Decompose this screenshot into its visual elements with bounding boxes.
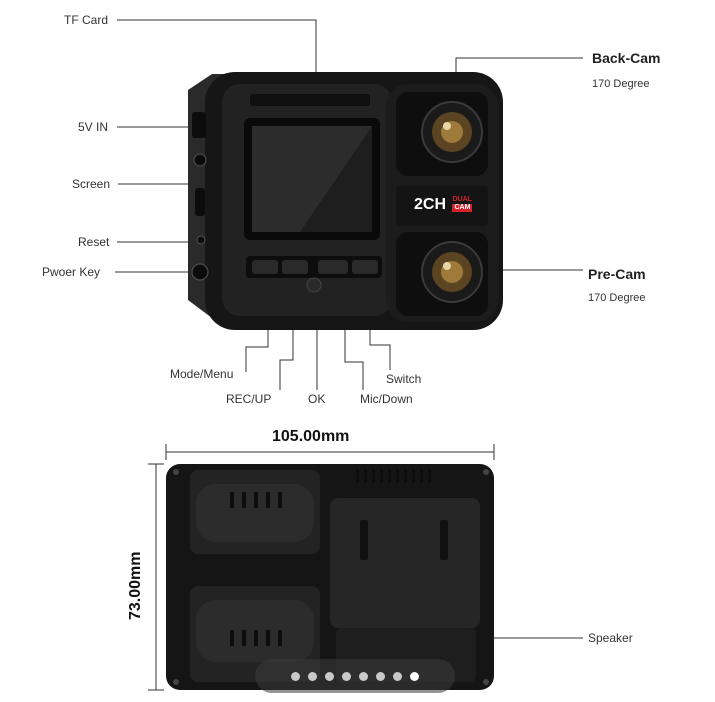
carousel-dot[interactable] xyxy=(291,671,300,681)
dimension-lines xyxy=(148,444,495,691)
badge-main-text: 2CH xyxy=(414,196,447,213)
dual-cam-badge: 2CH DUAL CAM xyxy=(414,196,473,214)
reset-label: Reset xyxy=(78,235,110,249)
badge-top-text: DUAL xyxy=(452,196,472,203)
carousel-dot[interactable] xyxy=(359,671,368,681)
carousel-dot[interactable] xyxy=(342,671,351,681)
height-dimension: 73.00mm xyxy=(127,551,144,621)
width-dimension: 105.00mm xyxy=(272,428,350,445)
speaker-label: Speaker xyxy=(588,631,633,645)
carousel-dot[interactable] xyxy=(325,671,334,681)
mic-down-label: Mic/Down xyxy=(360,392,413,406)
switch-label: Switch xyxy=(386,372,422,386)
back-cam-label: Back-Cam xyxy=(592,50,661,66)
ok-label: OK xyxy=(308,392,326,406)
carousel-dot[interactable] xyxy=(308,671,317,681)
power-key-label: Pwoer Key xyxy=(42,265,101,279)
leader-lines xyxy=(115,19,583,639)
badge-bottom-text: CAM xyxy=(452,204,473,212)
carousel-dot[interactable] xyxy=(376,671,385,681)
dashcam-back-view xyxy=(166,464,494,690)
back-cam-degree: 170 Degree xyxy=(592,78,650,90)
carousel-dot[interactable] xyxy=(393,671,402,681)
pre-cam-label: Pre-Cam xyxy=(588,266,646,282)
rec-up-label: REC/UP xyxy=(226,392,272,406)
screen-label: Screen xyxy=(72,177,111,191)
mode-menu-label: Mode/Menu xyxy=(170,367,234,381)
tf-card-label: TF Card xyxy=(64,13,109,27)
pre-cam-degree: 170 Degree xyxy=(588,292,646,304)
carousel-dot[interactable] xyxy=(410,671,419,681)
five-v-in-label: 5V IN xyxy=(78,120,109,134)
image-carousel-indicator xyxy=(255,659,455,693)
dashcam-front-view xyxy=(188,72,503,330)
